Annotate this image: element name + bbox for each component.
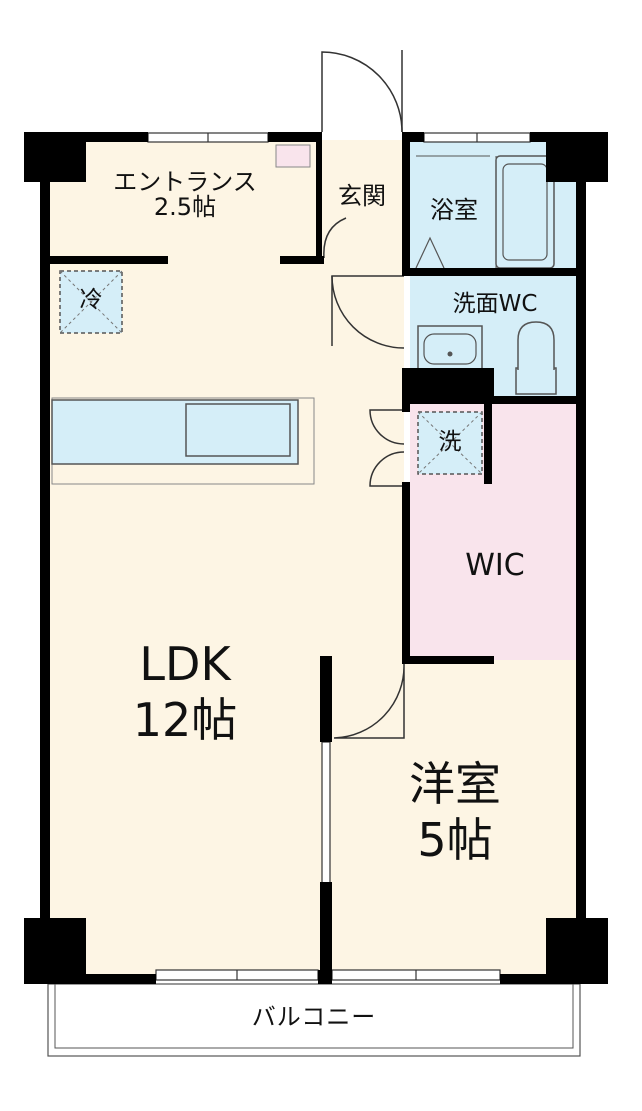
bathtub <box>495 155 555 269</box>
washroom-wc-label: 洗面WC <box>452 291 538 317</box>
closet-door-upper <box>369 409 405 445</box>
ldk-name: LDK <box>139 637 231 691</box>
sink-basin <box>423 333 477 365</box>
wall-bath-left <box>402 140 410 276</box>
toilet-bowl <box>517 321 555 370</box>
wall-bath-washroom <box>402 268 582 276</box>
wall-bottom-left <box>40 974 156 984</box>
entrance-hall-size: 2.5帖 <box>153 193 217 222</box>
wall-genkan-left <box>316 140 322 258</box>
wic-label: WIC <box>465 548 525 583</box>
closet-door-lower <box>369 451 405 487</box>
genkan-label: 玄関 <box>338 182 386 210</box>
ldk-label: LDK 12帖 <box>70 640 300 745</box>
western-room-label: 洋室 5帖 <box>340 760 570 865</box>
washer-label: 洗 <box>438 429 462 455</box>
wall-entrance-ldk-b <box>280 256 324 264</box>
washer-cross-b <box>417 411 483 475</box>
balcony-inner-line <box>54 983 574 1049</box>
bath-label: 浴室 <box>430 196 478 224</box>
western-room-size: 5帖 <box>417 813 493 868</box>
vanity <box>417 325 483 373</box>
refrigerator-label: 冷 <box>79 287 103 313</box>
wall-center <box>402 482 410 664</box>
refrigerator-cross-b <box>59 270 123 334</box>
genkan-floor <box>318 140 404 262</box>
wall-entrance-ldk-a <box>48 256 168 264</box>
floor-fills <box>47 140 581 1057</box>
balcony-label: バルコニー <box>251 1003 377 1031</box>
doors <box>321 50 405 739</box>
entrance-hall-floor <box>48 140 318 262</box>
column-bottom-right <box>546 918 608 984</box>
wall-closet-left <box>402 404 410 412</box>
western-sliding-wall <box>321 741 331 885</box>
bathtub-inner <box>502 163 548 261</box>
western-door-swing <box>333 660 405 739</box>
column-bottom-left <box>24 918 86 984</box>
wall-left <box>40 132 50 984</box>
entrance-hall-label: エントランス 2.5帖 <box>60 168 310 222</box>
ldk-size: 12帖 <box>132 693 238 748</box>
column-top-right <box>546 132 608 182</box>
sink-drain <box>447 351 453 357</box>
wall-western-left-bottom <box>320 882 332 974</box>
front-door-swing <box>321 51 403 133</box>
column-top-left <box>24 132 86 182</box>
wall-top-genkan <box>402 132 424 142</box>
shoe-box <box>275 144 311 168</box>
wall-right <box>576 132 586 984</box>
balcony-floor <box>47 983 581 1057</box>
fixtures <box>51 144 557 485</box>
western-room-floor <box>326 660 580 976</box>
wall-bottom-right <box>500 974 584 984</box>
wall-top-left <box>40 132 148 142</box>
western-room-name: 洋室 <box>409 757 501 811</box>
wall-washroom-block <box>402 368 494 404</box>
kitchen-sink <box>185 403 291 457</box>
toilet-tank <box>515 367 557 395</box>
entrance-hall-name: エントランス <box>113 168 257 196</box>
bath-drain <box>415 236 445 269</box>
wall-top-mid <box>268 132 322 142</box>
wall-wic-top <box>486 396 582 404</box>
genkan-step <box>323 217 347 259</box>
wall-western-left-top <box>320 656 332 742</box>
walls <box>24 132 608 984</box>
wall-wic-bottom <box>402 656 494 664</box>
wall-washer-right <box>484 404 492 484</box>
